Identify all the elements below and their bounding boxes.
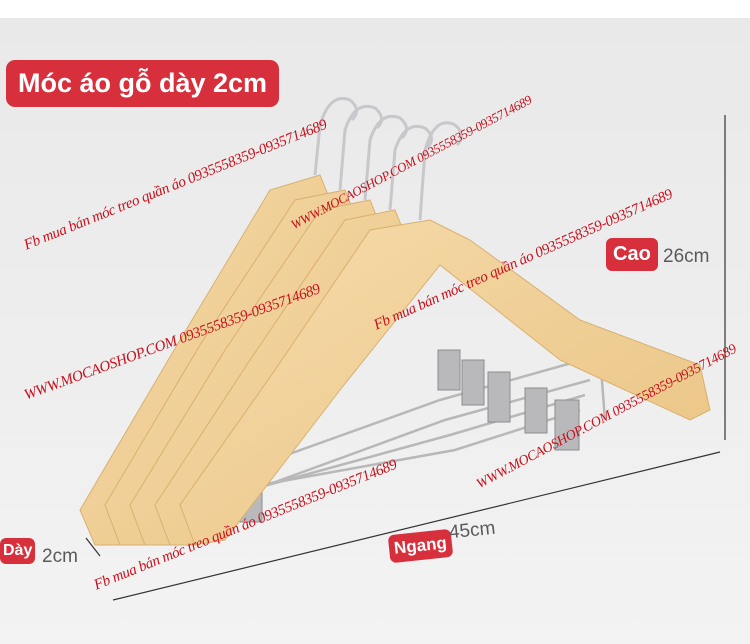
- thickness-value: 2cm: [42, 546, 78, 567]
- wooden-hanger-bodies: [79, 174, 711, 546]
- product-title-badge: Móc áo gỗ dày 2cm: [6, 60, 280, 107]
- width-line: [112, 451, 721, 601]
- metal-hooks: [313, 97, 463, 221]
- thickness-line: [85, 537, 101, 557]
- thickness-label-badge: Dày: [0, 538, 36, 564]
- height-label-badge: Cao: [606, 238, 658, 271]
- height-value: 26cm: [663, 246, 710, 267]
